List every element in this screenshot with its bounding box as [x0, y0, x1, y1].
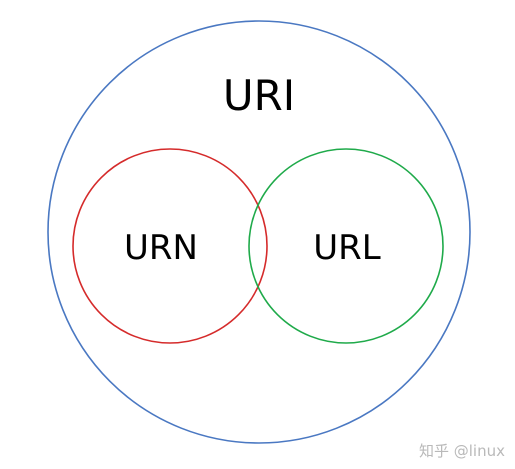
uri-circle: [47, 20, 471, 444]
urn-label: URN: [124, 228, 198, 268]
urn-circle: [72, 148, 268, 344]
uri-label: URI: [223, 71, 295, 120]
url-label: URL: [313, 228, 381, 268]
watermark: 知乎 @linux: [419, 442, 505, 460]
url-circle: [248, 148, 444, 344]
